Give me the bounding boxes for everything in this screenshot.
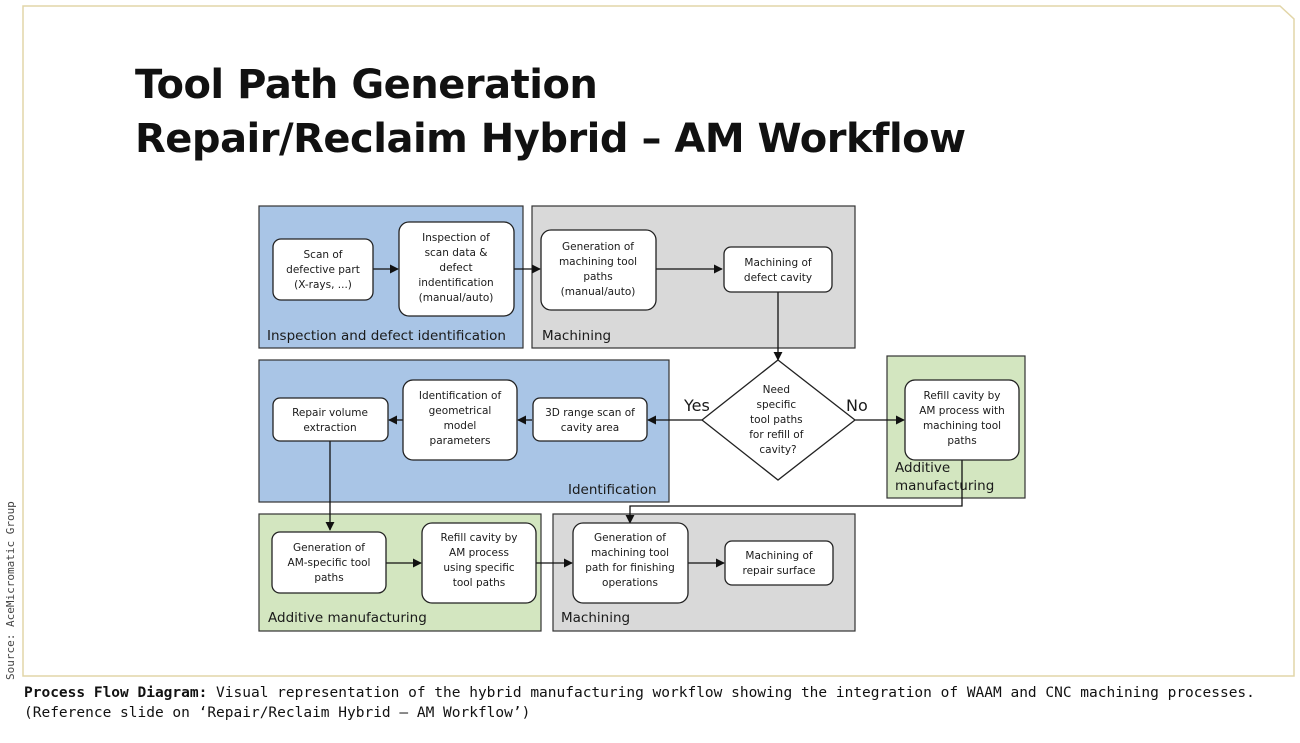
title-line-1: Tool Path Generation xyxy=(135,62,598,108)
region-identification-label: Identification xyxy=(568,482,657,498)
region-additive-right-label-2: manufacturing xyxy=(895,478,994,494)
region-additive-right-label-1: Additive xyxy=(895,460,950,476)
caption-text: Visual representation of the hybrid manu… xyxy=(24,685,1255,721)
source-credit: Source: AceMicromatic Group xyxy=(4,501,18,694)
edges xyxy=(325,264,963,568)
edge-label-no: No xyxy=(846,396,868,415)
figure-caption: Process Flow Diagram: Visual representat… xyxy=(24,683,1284,723)
edge-label-yes: Yes xyxy=(683,396,710,415)
source-credit-text: Source: AceMicromatic Group xyxy=(4,501,17,680)
region-machining-top-label: Machining xyxy=(542,328,611,344)
region-additive-bottom-label: Additive manufacturing xyxy=(268,610,427,626)
slide-title: Tool Path Generation Repair/Reclaim Hybr… xyxy=(135,58,966,166)
title-line-2: Repair/Reclaim Hybrid – AM Workflow xyxy=(135,116,966,162)
edge-refillright-to-finishing xyxy=(625,460,963,524)
region-machining-bottom-label: Machining xyxy=(561,610,630,626)
decision-node: Need specific tool paths for refill of c… xyxy=(700,359,857,481)
svg-text:Need specific tool: Need specific tool paths for refill of c… xyxy=(749,384,807,456)
region-inspection-label: Inspection and defect identification xyxy=(267,328,506,344)
caption-label: Process Flow Diagram: xyxy=(24,685,208,701)
